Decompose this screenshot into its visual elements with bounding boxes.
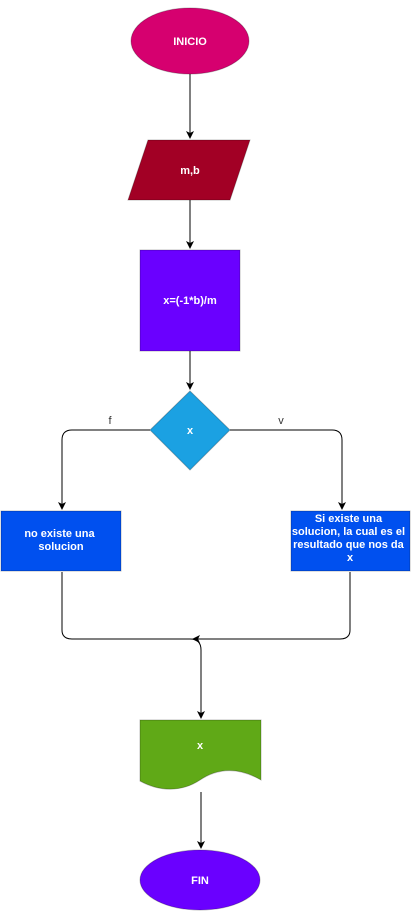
end-terminator xyxy=(139,849,261,911)
end-label: FIN xyxy=(191,875,209,887)
process-label: x=(-1*b)/m xyxy=(163,295,217,307)
connectors xyxy=(58,73,351,849)
edge-decision-false xyxy=(58,429,150,510)
no-solution-line: solucion xyxy=(38,541,84,553)
start-terminator xyxy=(130,7,250,75)
no-solution-label: no existe una solucion xyxy=(24,528,97,553)
edge-right-merge xyxy=(192,572,351,643)
edge-label-false: f xyxy=(108,415,112,427)
edge-merge-to-document xyxy=(189,638,205,719)
solution-line: resultado que nos da xyxy=(293,539,405,551)
decision-diamond xyxy=(149,390,231,471)
no-solution-box xyxy=(0,510,122,572)
decision-label: x xyxy=(187,425,194,437)
document-label: x xyxy=(197,740,204,752)
edge-left-merge xyxy=(61,572,190,640)
edge-label-true: v xyxy=(278,415,284,427)
no-solution-line: no existe una xyxy=(24,528,95,540)
solution-line: Si existe una xyxy=(315,513,383,525)
document-shape xyxy=(139,719,262,790)
edge-decision-true xyxy=(230,429,346,510)
solution-line: solucion, la cual es el xyxy=(292,526,405,538)
solution-label: Si existe una solucion, la cual es el re… xyxy=(292,513,408,564)
input-label: m,b xyxy=(180,165,200,177)
solution-box xyxy=(290,510,411,572)
input-parallelogram xyxy=(127,139,251,201)
start-label: INICIO xyxy=(173,36,207,48)
process-box xyxy=(139,249,241,352)
solution-line: x xyxy=(347,552,354,564)
